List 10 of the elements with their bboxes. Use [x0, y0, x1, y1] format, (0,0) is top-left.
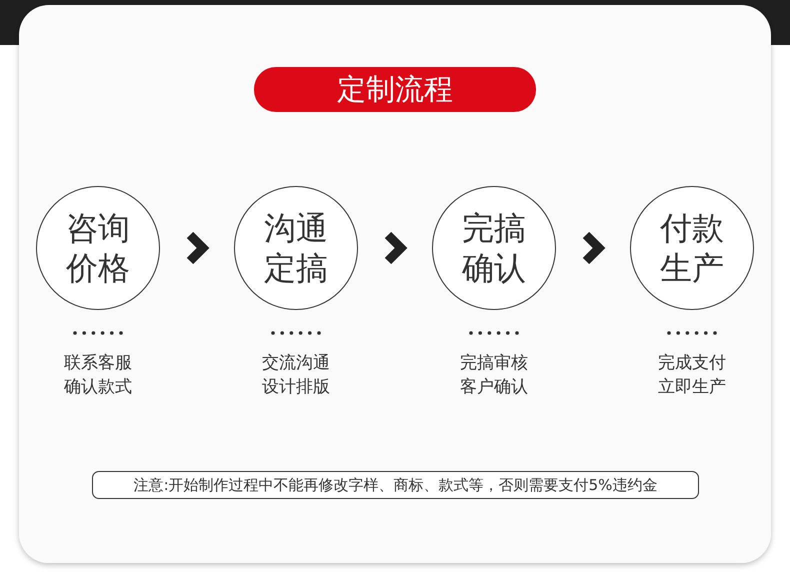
step-description: 完成支付立即生产 [657, 352, 727, 399]
step-title: 付款生产 [659, 208, 725, 288]
step-description: 完搞审核客户确认 [459, 352, 529, 399]
title-banner: 定制流程 [254, 67, 536, 112]
step-title: 咨询价格 [65, 208, 131, 288]
step-description: 交流沟通设计排版 [261, 352, 331, 399]
step-title: 完搞确认 [461, 208, 527, 288]
step-title: 沟通定搞 [263, 208, 329, 288]
note-text: 注意:开始制作过程中不能再修改字样、商标、款式等，否则需要支付5%违约金 [92, 471, 699, 499]
step-description: 联系客服确认款式 [63, 352, 133, 399]
